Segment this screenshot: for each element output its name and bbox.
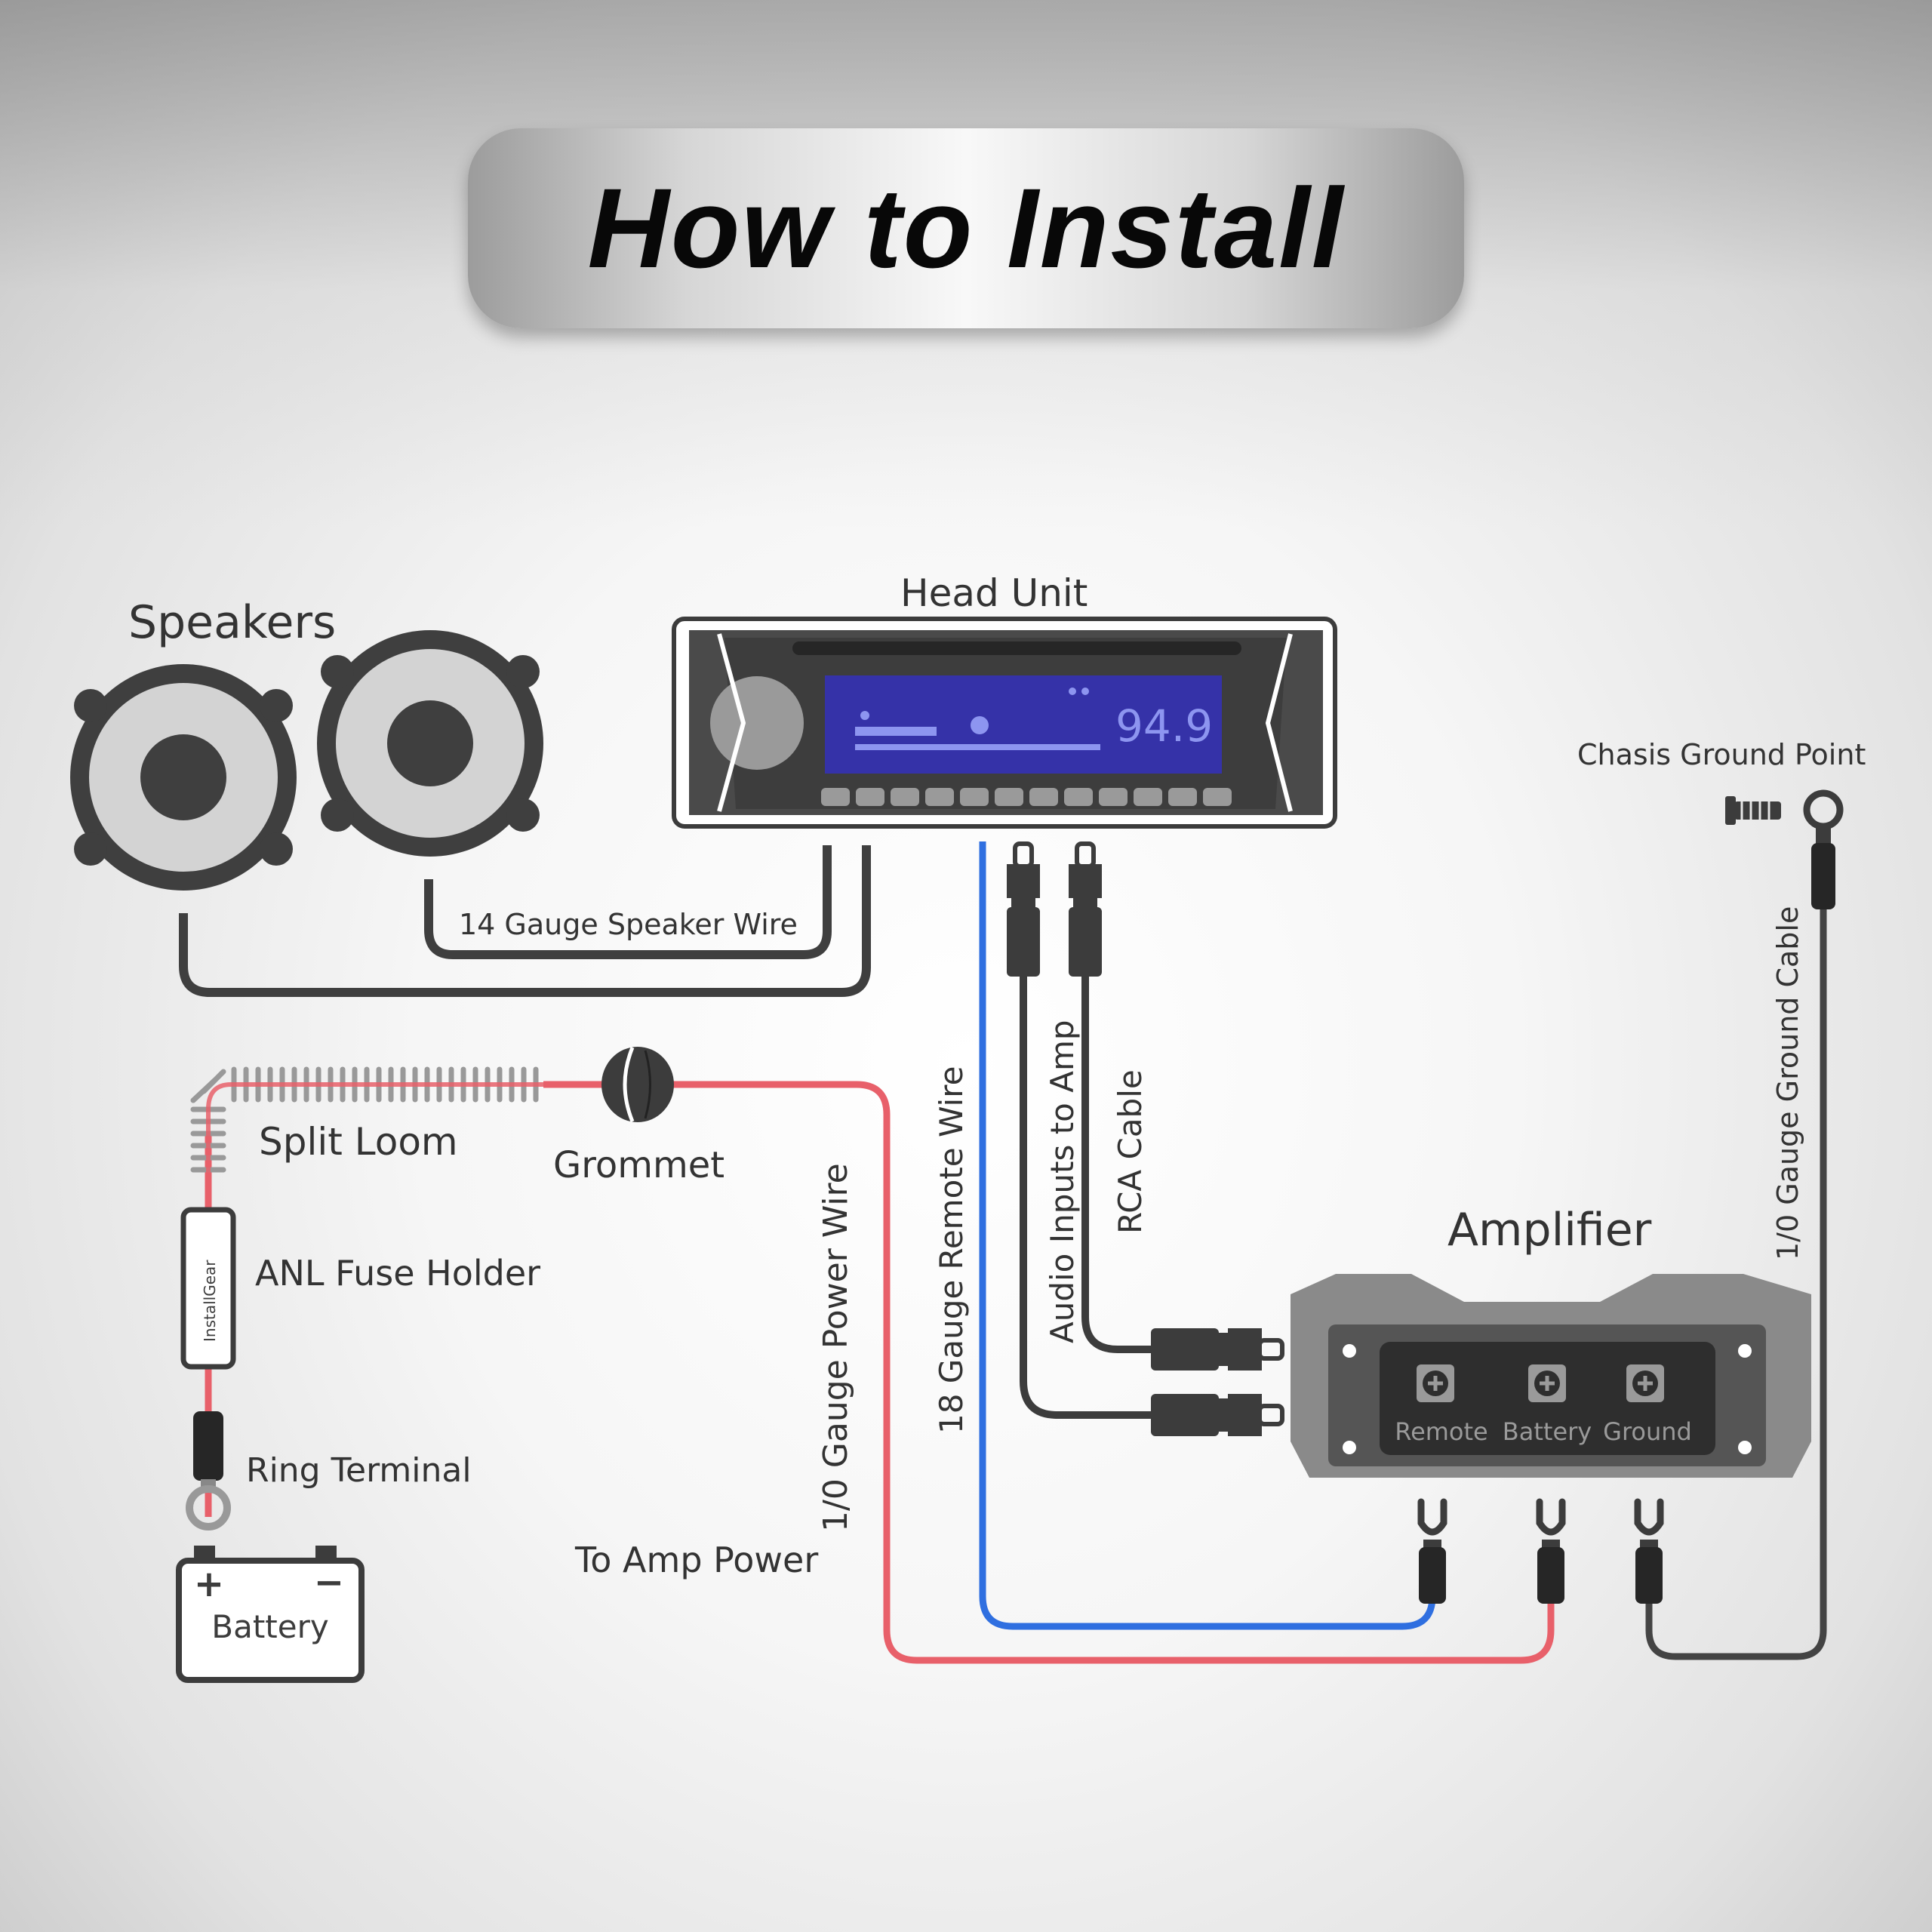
spade-terminal-remote (1417, 1498, 1447, 1604)
amp-terminal-remote-label: Remote (1395, 1417, 1487, 1446)
title-banner: How to Install (468, 128, 1464, 328)
split-loom-label: Split Loom (259, 1120, 458, 1164)
rca-cable (1081, 974, 1155, 1353)
speaker-wire-label: 14 Gauge Speaker Wire (459, 908, 798, 941)
lcd-display (825, 675, 1222, 774)
rca-plugs-top (1007, 841, 1102, 977)
ground-ring-terminal (1803, 789, 1844, 909)
ring-terminal (186, 1411, 231, 1531)
battery-negative-sign: − (314, 1561, 344, 1604)
speaker-wire-inner (424, 845, 832, 959)
remote-wire-label: 18 Gauge Remote Wire (933, 1066, 970, 1434)
speakers-label: Speakers (128, 596, 336, 649)
battery: + − Battery (176, 1546, 365, 1683)
frequency-readout: 94.9 (1115, 700, 1213, 752)
speaker-left (70, 664, 297, 891)
power-wire (543, 1081, 1555, 1664)
preset-buttons (821, 788, 1232, 806)
to-amp-power-label: To Amp Power (574, 1540, 818, 1580)
grommet-label: Grommet (553, 1144, 724, 1186)
speaker-wire-outer (179, 845, 871, 997)
chassis-ground-bolt (1725, 796, 1781, 825)
head-unit: 94.9 (672, 617, 1337, 829)
ground-cable-label: 1/0 Gauge Ground Cable (1771, 906, 1804, 1260)
spade-terminal-ground (1634, 1498, 1664, 1604)
rca-cable-label: RCA Cable (1112, 1069, 1149, 1234)
head-unit-label: Head Unit (900, 571, 1088, 615)
cd-slot (792, 641, 1241, 655)
remote-wire (979, 841, 1436, 1630)
grommet (601, 1047, 674, 1122)
ring-terminal-label: Ring Terminal (246, 1451, 472, 1490)
audio-input-cable (1020, 974, 1155, 1419)
amp-terminal-ground-label: Ground (1603, 1417, 1692, 1446)
page-title: How to Install (587, 165, 1345, 291)
battery-positive-sign: + (194, 1563, 224, 1605)
ground-cable (1645, 909, 1827, 1660)
speaker-right (317, 630, 543, 857)
spade-terminal-battery (1536, 1498, 1566, 1604)
amp-terminal-icons (1417, 1364, 1664, 1402)
amplifier-label: Amplifier (1447, 1204, 1652, 1257)
power-wire-label: 1/0 Gauge Power Wire (817, 1163, 855, 1532)
loom-inner-wire (206, 1082, 543, 1177)
amplifier: Remote Battery Ground (1291, 1274, 1811, 1478)
rca-plugs-amp (1151, 1328, 1284, 1436)
battery-label: Battery (211, 1608, 328, 1645)
volume-knob (710, 676, 804, 770)
audio-inputs-label: Audio Inputs to Amp (1044, 1020, 1081, 1343)
fuse-brand-label: InstallGear (201, 1260, 219, 1342)
anl-fuse-holder: InstallGear (180, 1207, 236, 1370)
amp-terminal-battery-label: Battery (1503, 1417, 1592, 1446)
anl-fuse-holder-label: ANL Fuse Holder (255, 1253, 540, 1294)
chassis-ground-label: Chasis Ground Point (1577, 738, 1866, 771)
